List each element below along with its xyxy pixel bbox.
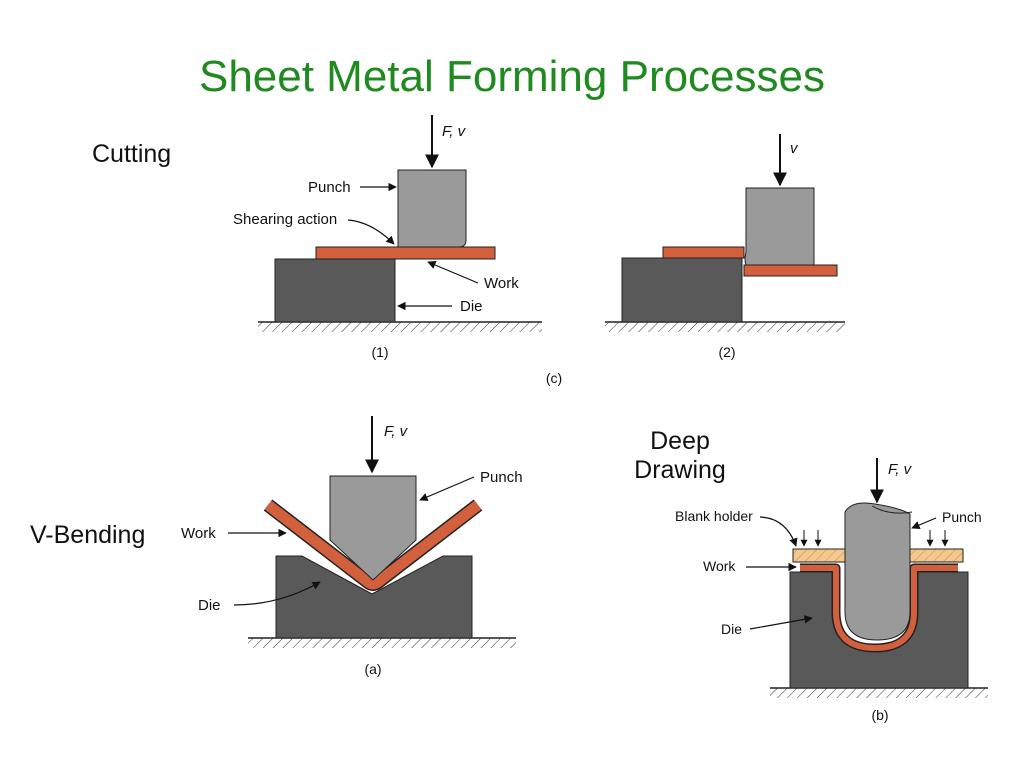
section-label-deep-drawing: Deep Drawing <box>610 427 750 485</box>
punch-label: Punch <box>480 469 523 486</box>
deep-drawing-diagram: F, v Blank holder Punch Work Die (b) <box>675 458 988 723</box>
ground-hatch <box>605 322 845 332</box>
blank-holder-label: Blank holder <box>675 508 753 524</box>
punch-block <box>844 502 911 641</box>
step2-label: (2) <box>718 344 735 360</box>
ground-hatch <box>248 638 516 648</box>
step1-label: (1) <box>371 344 388 360</box>
velocity-label: v <box>790 140 799 157</box>
ground-hatch <box>770 688 988 698</box>
die-leader <box>749 615 813 630</box>
die-label: Die <box>198 597 221 614</box>
shearing-label: Shearing action <box>233 211 337 228</box>
force-label: F, v <box>888 461 913 478</box>
punch-label: Punch <box>942 509 982 525</box>
die-leader <box>233 581 321 606</box>
die-block <box>274 258 396 323</box>
cutting-caption: (c) <box>546 370 562 386</box>
shearing-leader <box>347 219 395 245</box>
die-label: Die <box>721 621 742 637</box>
vbending-diagram: F, v Punch Work Die (a) <box>181 416 523 677</box>
work-sheet <box>315 246 496 260</box>
force-label: F, v <box>442 123 467 140</box>
work-leader <box>427 261 479 284</box>
punch-block <box>329 475 417 581</box>
work-label: Work <box>703 558 736 574</box>
ground-hatch <box>258 322 542 332</box>
punch-label: Punch <box>308 179 351 196</box>
deep-drawing-line2: Drawing <box>634 456 726 484</box>
work-label: Work <box>484 275 519 292</box>
punch-block <box>397 169 467 248</box>
punch-leader <box>911 517 937 529</box>
blank-holder-leader <box>759 516 798 547</box>
work-sheet <box>264 500 482 590</box>
punch-top-edge <box>871 505 913 514</box>
cutting-step1: F, v Punch Shearing action Work Die (1) <box>233 115 542 360</box>
vbending-caption: (a) <box>364 661 381 677</box>
section-label-vbending: V-Bending <box>30 521 146 549</box>
page-title: Sheet Metal Forming Processes <box>198 52 826 101</box>
cutting-step2: v (2) <box>605 134 845 360</box>
work-sheet-left <box>662 246 745 259</box>
work-slug <box>743 264 838 277</box>
punch-leader <box>419 476 475 501</box>
punch-block <box>744 187 815 266</box>
die-label: Die <box>460 298 483 315</box>
deep-drawing-line1: Deep <box>650 427 710 455</box>
force-label: F, v <box>384 423 409 440</box>
die-block <box>621 257 743 323</box>
section-label-cutting: Cutting <box>92 140 172 168</box>
work-sheet <box>800 565 958 651</box>
deep-drawing-caption: (b) <box>871 707 888 723</box>
die-block <box>275 555 473 639</box>
work-label: Work <box>181 525 216 542</box>
